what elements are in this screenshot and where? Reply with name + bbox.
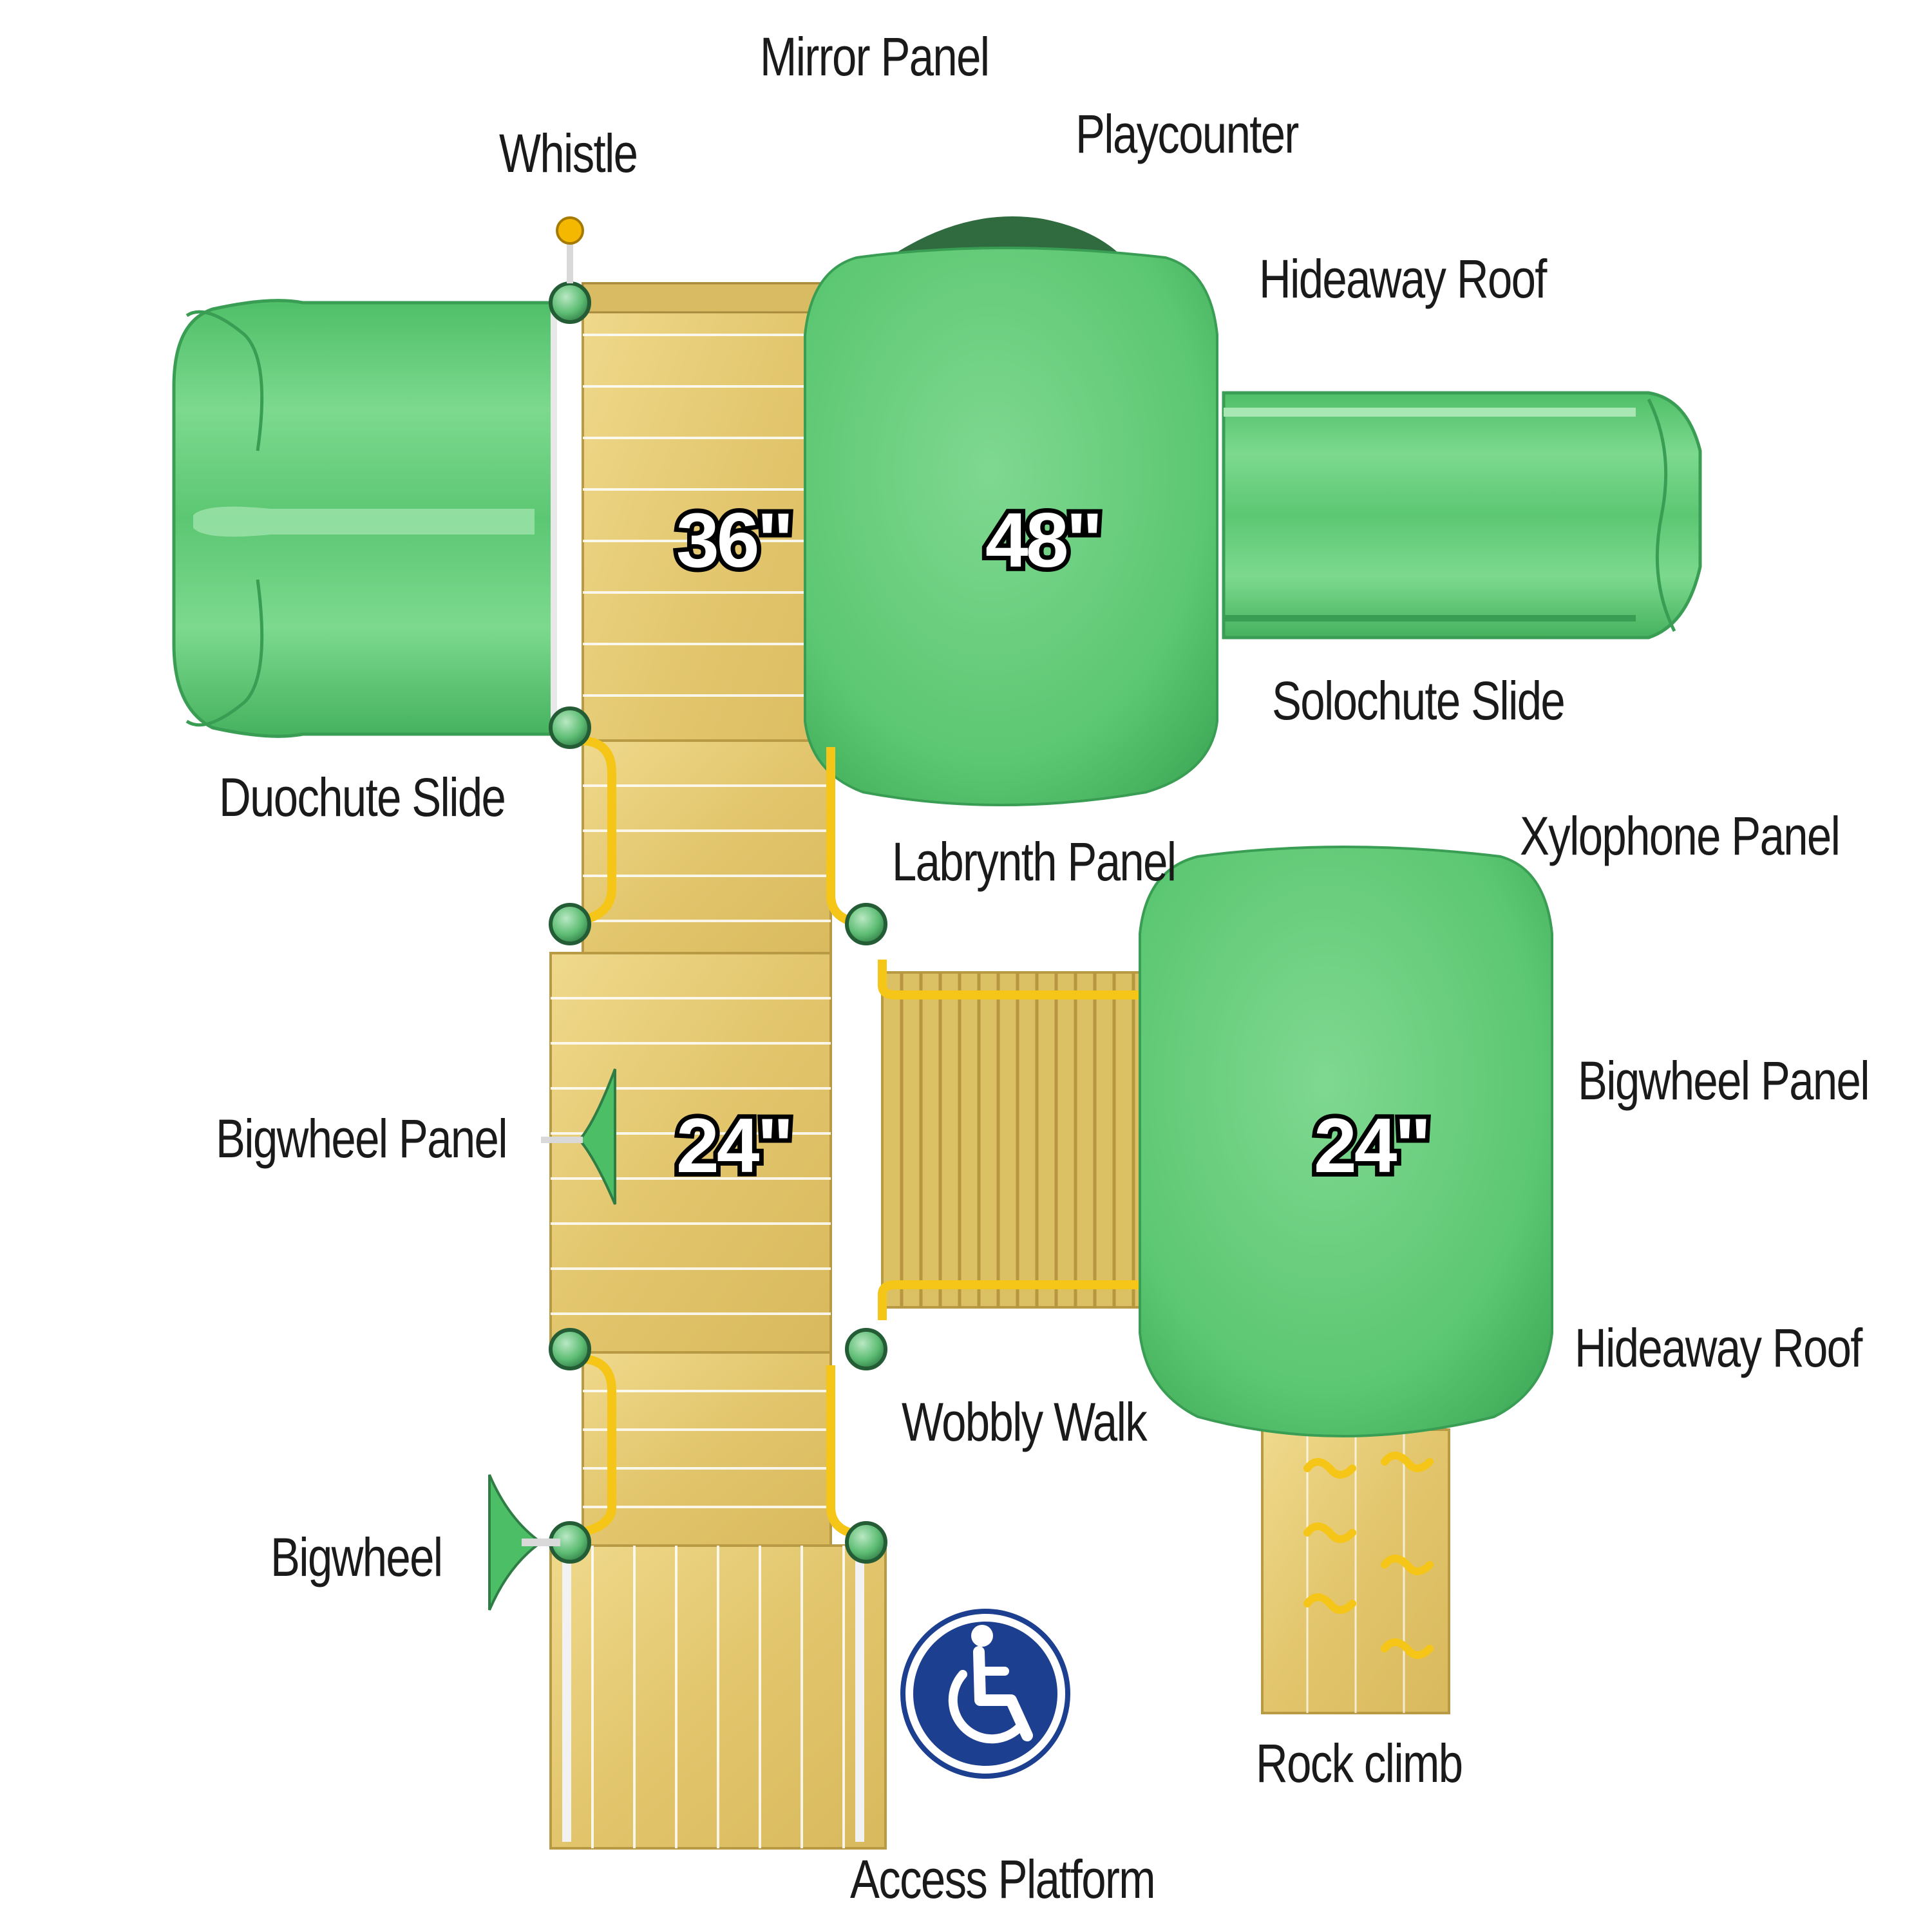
hideaway-roof-top [804, 247, 1218, 806]
whistle-icon [556, 216, 584, 283]
label-playcounter: Playcounter [1075, 104, 1299, 164]
label-hideaway-roof-top: Hideaway Roof [1259, 249, 1547, 309]
bigwheel-panel-left [541, 1068, 616, 1205]
wobbly-walk-bridge [881, 971, 1160, 1309]
label-solochute-slide: Solochute Slide [1272, 670, 1566, 731]
height-deck-upper: 36" [676, 497, 791, 583]
label-bigwheel: Bigwheel [270, 1527, 443, 1587]
mirror-panel [582, 282, 832, 314]
label-hideaway-roof-bottom: Hideaway Roof [1575, 1318, 1862, 1378]
main-deck [549, 282, 1450, 1850]
label-rock-climb: Rock climb [1256, 1733, 1463, 1794]
hideaway-roof-bottom [1139, 846, 1553, 1437]
rock-climb-holds [1303, 1452, 1434, 1659]
solochute-slide [1222, 391, 1702, 639]
height-tower-right: 24" [1314, 1103, 1428, 1189]
label-labrynth-panel: Labrynth Panel [892, 831, 1177, 892]
height-deck-lower: 24" [676, 1103, 791, 1189]
label-whistle: Whistle [499, 123, 638, 184]
wheelchair-icon [900, 1609, 1070, 1779]
label-bigwheel-panel-right: Bigwheel Panel [1578, 1050, 1870, 1111]
label-wobbly-walk: Wobbly Walk [902, 1392, 1148, 1452]
label-duochute-slide: Duochute Slide [219, 767, 506, 828]
label-access-platform: Access Platform [850, 1849, 1156, 1909]
bigwheel [488, 1474, 560, 1611]
duochute-slide [172, 299, 557, 738]
label-bigwheel-panel-left: Bigwheel Panel [216, 1108, 508, 1169]
label-mirror-panel: Mirror Panel [760, 26, 990, 87]
label-xylophone-panel: Xylophone Panel [1520, 806, 1841, 866]
height-tower-top: 48" [985, 497, 1100, 583]
